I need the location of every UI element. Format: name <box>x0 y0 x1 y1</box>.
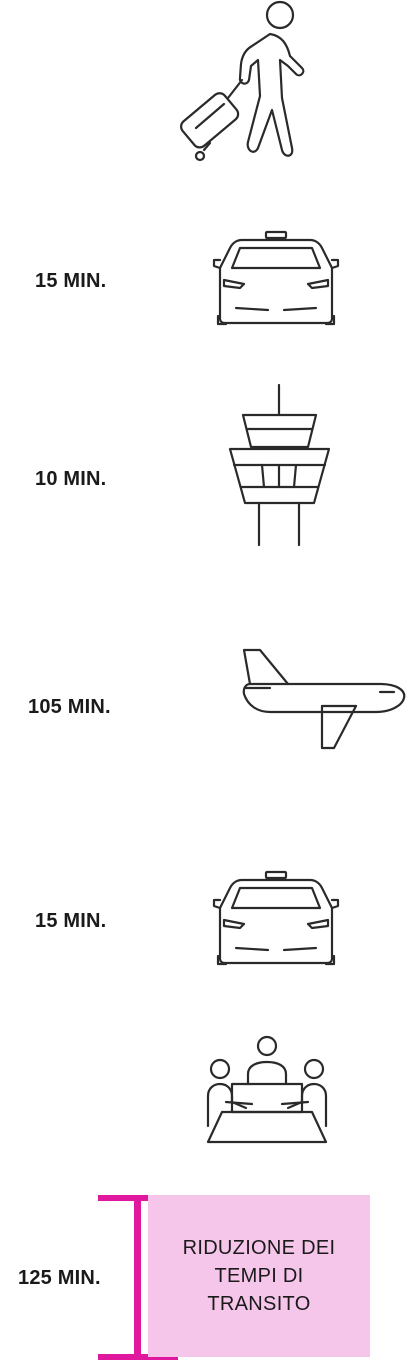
duration-label: 10 MIN. <box>35 468 107 490</box>
highlight-line: TRANSITO <box>207 1293 311 1315</box>
duration-label: 15 MIN. <box>35 910 107 932</box>
total-duration-label: 125 MIN. <box>18 1267 101 1289</box>
duration-label: 105 MIN. <box>28 696 111 718</box>
highlight-line: TEMPI DI <box>214 1265 304 1287</box>
highlight-text: RIDUZIONE DEI TEMPI DI TRANSITO <box>183 1234 336 1318</box>
duration-label: 15 MIN. <box>35 270 107 292</box>
airplane-icon <box>240 648 407 752</box>
meeting-icon <box>202 1034 332 1146</box>
taxi-icon <box>212 870 340 966</box>
highlight-box: RIDUZIONE DEI TEMPI DI TRANSITO <box>148 1195 370 1357</box>
taxi-icon <box>212 230 340 326</box>
highlight-line: RIDUZIONE DEI <box>182 1237 336 1259</box>
traveler-icon <box>170 0 330 165</box>
control-tower-icon <box>228 383 332 547</box>
